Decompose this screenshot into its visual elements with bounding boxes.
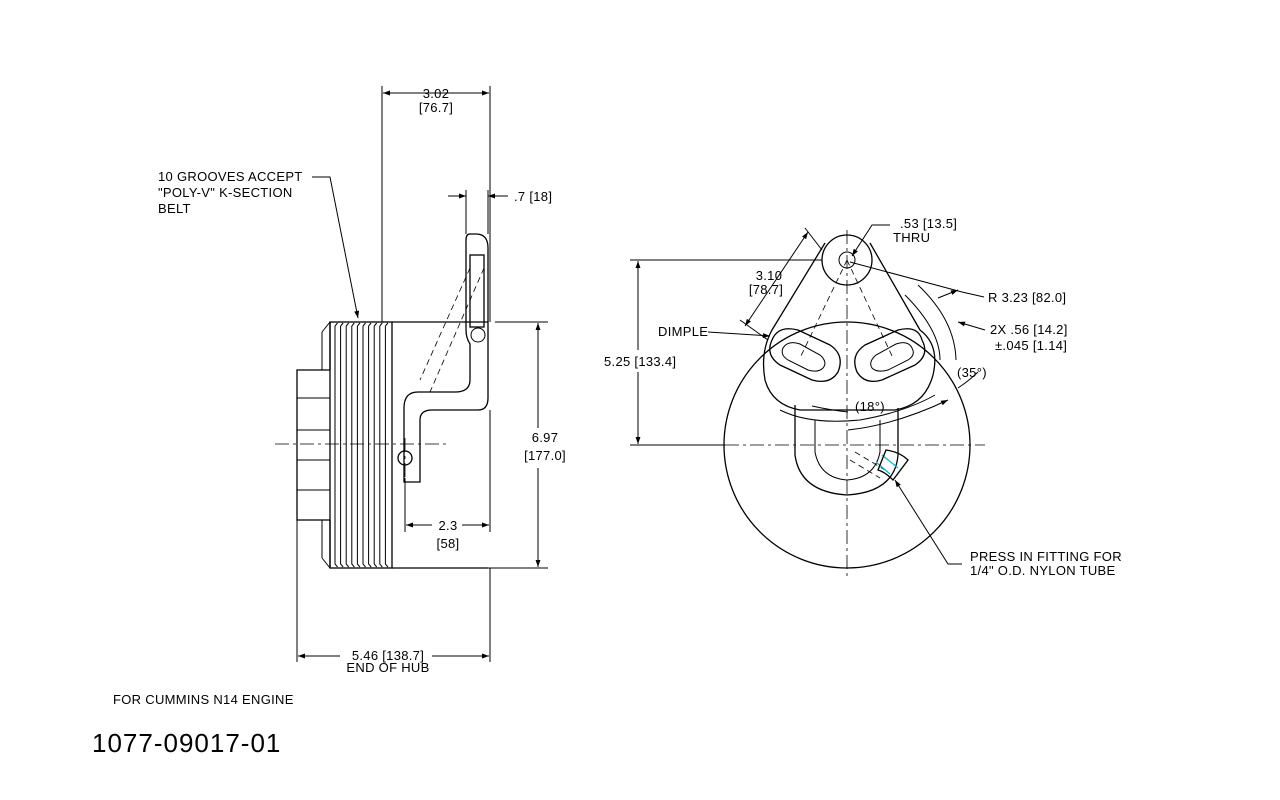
dim-hub-label: 5.46 [138.7]	[352, 648, 424, 663]
hole-dim-label: .53 [13.5]	[900, 216, 957, 231]
slot-right	[854, 328, 926, 383]
front-view: .53 [13.5] THRU 3.10 [78.7] R 3.23 [82.0…	[604, 216, 1122, 580]
grooves-note-line2: "POLY-V" K-SECTION	[158, 185, 293, 200]
fitting-note-line2: 1/4" O.D. NYLON TUBE	[970, 563, 1115, 578]
fitting-note-line1: PRESS IN FITTING FOR	[970, 549, 1122, 564]
pulley-grooves	[329, 321, 393, 569]
groove-line	[368, 322, 372, 568]
dimple-callout: DIMPLE	[658, 324, 771, 339]
engine-note: FOR CUMMINS N14 ENGINE	[113, 692, 294, 707]
grooves-note-line1: 10 GROOVES ACCEPT	[158, 169, 303, 184]
groove-line	[373, 322, 378, 568]
dim-tab: .7 [18]	[448, 189, 552, 234]
hole-note-label: THRU	[893, 230, 930, 245]
slot-tol-label: ±.045 [1.14]	[995, 338, 1067, 353]
groove-line	[356, 322, 361, 568]
part-number: 1077-09017-01	[92, 728, 281, 758]
dim-offset-label: 2.3	[439, 518, 458, 533]
angle-outer-label: (35°)	[957, 365, 987, 380]
groove-line	[345, 322, 350, 568]
dim-offset-mm-label: [58]	[437, 536, 460, 551]
bracket-plate	[762, 242, 936, 496]
bracket-arm	[397, 233, 489, 483]
side-view: 3.02 [76.7] .7 [18] 10 GROOVES ACCEPT "P…	[158, 86, 566, 675]
radius-callout: R 3.23 [82.0]	[849, 261, 1066, 305]
groove-line	[340, 322, 344, 568]
dim-diameter-mm-label: [177.0]	[524, 448, 566, 463]
dim-tab-label: .7 [18]	[514, 189, 552, 204]
dim-arm-label: 3.10	[756, 268, 783, 283]
hub-body	[296, 321, 331, 569]
dim-height: 5.25 [133.4]	[604, 259, 822, 446]
slot-left	[769, 328, 841, 383]
slot-dim-label: 2X .56 [14.2]	[990, 322, 1068, 337]
dim-hub-note: END OF HUB	[346, 660, 429, 675]
grooves-note-line3: BELT	[158, 201, 191, 216]
press-in-fitting	[849, 449, 909, 481]
dim-diameter: 6.97 [177.0]	[395, 321, 566, 569]
groove-line	[334, 322, 338, 568]
dim-arm-mm-label: [78.7]	[749, 282, 783, 297]
radius-label: R 3.23 [82.0]	[988, 290, 1066, 305]
dim-offset: 2.3 [58]	[404, 410, 491, 551]
hole-callout: .53 [13.5] THRU	[851, 216, 957, 257]
fitting-callout: PRESS IN FITTING FOR 1/4" O.D. NYLON TUB…	[894, 479, 1122, 578]
groove-line	[362, 322, 366, 568]
dim-overall-width-label: 3.02	[423, 86, 450, 101]
dim-diameter-label: 6.97	[532, 430, 559, 445]
grooves-note: 10 GROOVES ACCEPT "POLY-V" K-SECTION BEL…	[158, 169, 360, 319]
groove-line	[384, 322, 389, 568]
dimple-label: DIMPLE	[658, 324, 708, 339]
slot-callout: 2X .56 [14.2] ±.045 [1.14]	[904, 284, 1068, 361]
dim-hub: 5.46 [138.7] END OF HUB	[296, 520, 491, 675]
angle-inner-label: (18°)	[855, 399, 885, 414]
dim-overall-width-mm-label: [76.7]	[419, 100, 453, 115]
angle-callouts: (35°) (18°)	[811, 365, 987, 431]
groove-line	[379, 322, 383, 568]
dim-height-label: 5.25 [133.4]	[604, 354, 676, 369]
dim-overall-width: 3.02 [76.7]	[381, 86, 491, 322]
groove-line	[351, 322, 355, 568]
dim-arm: 3.10 [78.7]	[739, 227, 823, 341]
